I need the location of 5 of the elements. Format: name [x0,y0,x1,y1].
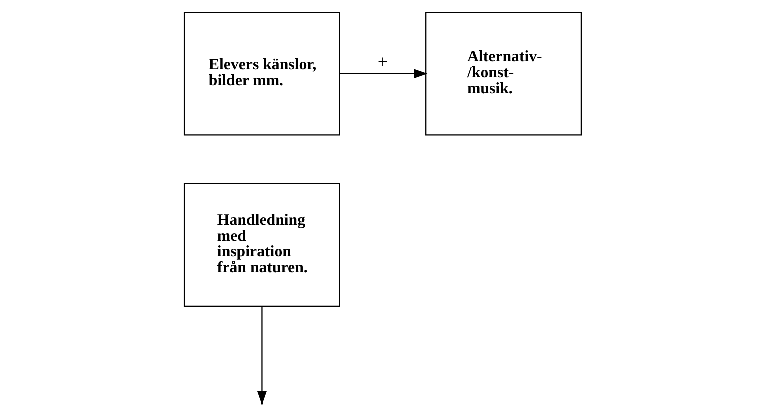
arrow [340,69,428,79]
node-box: Elevers känslor, bilder mm. [184,12,340,136]
edge-label: + [378,52,388,72]
node-box: Handledning med inspiration från naturen. [184,183,340,307]
node-box: Alternativ- /konst- musik. [426,12,582,136]
